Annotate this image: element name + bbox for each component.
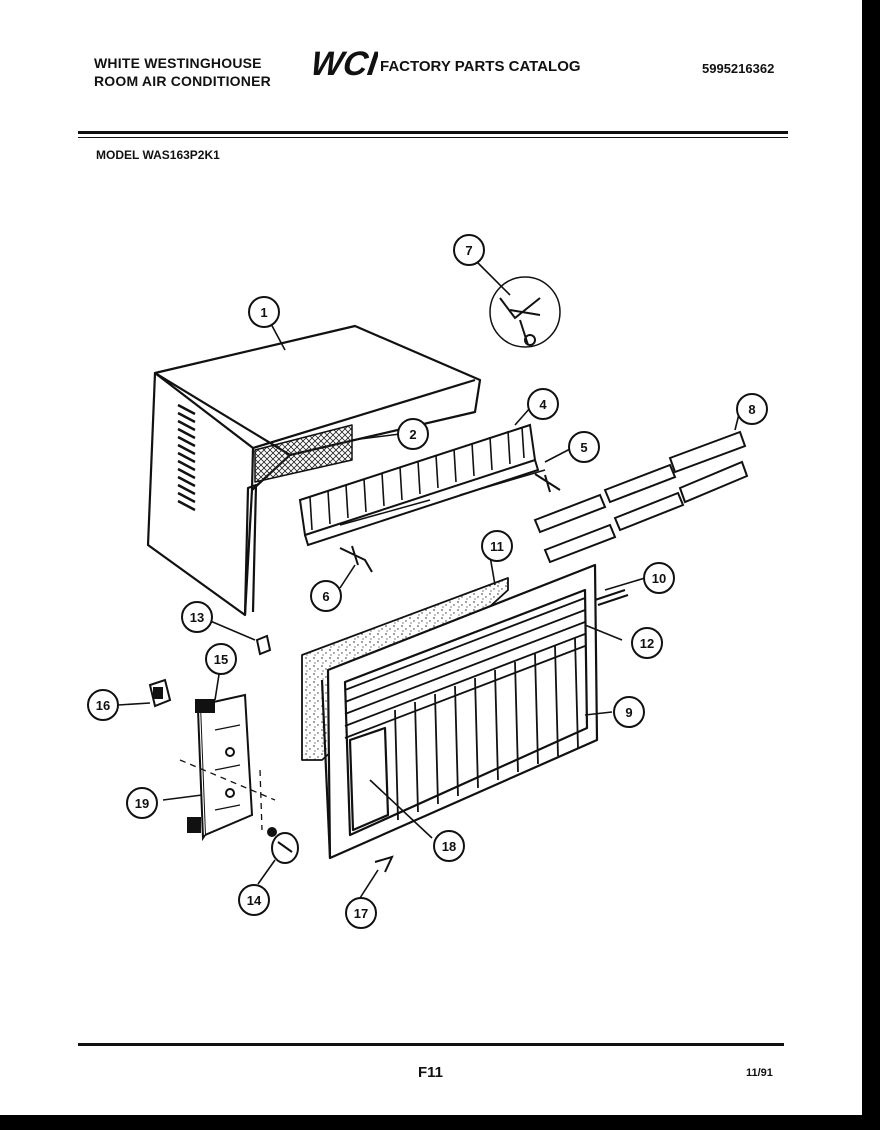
callout-15: 15 [205,643,237,675]
callout-5-label: 5 [580,440,587,455]
catalog-sheet: WHITE WESTINGHOUSE ROOM AIR CONDITIONER … [0,0,862,1115]
catalog-date: 11/91 [746,1067,773,1079]
callout-6: 6 [310,580,342,612]
callout-1: 1 [248,296,280,328]
callout-16: 16 [87,689,119,721]
leader-lines [117,259,741,899]
model-label: MODEL WAS163P2K1 [96,148,220,162]
callout-4-label: 4 [539,397,547,412]
callout-13: 13 [181,601,213,633]
callout-13-label: 13 [190,610,204,625]
callout-17-label: 17 [354,906,368,921]
callout-16-label: 16 [96,698,110,713]
clip-detail [489,276,561,348]
callout-10-label: 10 [652,571,666,586]
callout-8: 8 [736,393,768,425]
callout-2-label: 2 [409,427,416,442]
callout-14-label: 14 [247,893,262,908]
callout-8-label: 8 [748,402,755,417]
wci-logo: WCI [312,44,378,80]
small-clip-part [255,634,394,873]
deflector-bracket [534,473,561,493]
callout-2: 2 [397,418,429,450]
callout-19-label: 19 [135,796,149,811]
callout-15-label: 15 [214,652,228,667]
brand-line-2: ROOM AIR CONDITIONER [94,73,271,89]
catalog-part-number: 5995216362 [702,61,775,76]
callout-7: 7 [453,234,485,266]
exploded-parts-diagram: 1 2 4 5 6 7 8 9 10 11 12 13 14 15 16 17 … [87,234,768,929]
callout-19: 19 [126,787,158,819]
control-knob [267,827,299,864]
brand-name: WHITE WESTINGHOUSE ROOM AIR CONDITIONER [94,54,271,90]
catalog-title: FACTORY PARTS CATALOG [380,58,581,75]
callout-14: 14 [238,884,270,916]
callout-18-label: 18 [442,839,456,854]
air-deflector-assembly [298,423,546,547]
callout-10: 10 [643,562,675,594]
callout-9: 9 [613,696,645,728]
callout-9-label: 9 [625,705,632,720]
callout-18: 18 [433,830,465,862]
header-rule [78,131,788,134]
cabinet-wrapper [146,324,482,617]
page-code: F11 [418,1064,444,1081]
callout-1-label: 1 [260,305,267,320]
callout-17: 17 [345,897,377,929]
wci-logo-text: WCI [312,45,378,80]
brand-line-1: WHITE WESTINGHOUSE [94,55,262,71]
vent-louver-set [533,430,749,564]
deflector-pivot [339,545,373,573]
front-grille [301,563,629,860]
control-panel [179,693,276,842]
callout-6-label: 6 [322,589,329,604]
side-louvers [177,403,196,512]
callout-11-label: 11 [490,539,504,554]
callout-12-label: 12 [640,636,654,651]
callout-4: 4 [527,388,559,420]
callout-11: 11 [481,530,513,562]
callout-12: 12 [631,627,663,659]
callout-5: 5 [568,431,600,463]
header-rule-thin [78,137,788,138]
switch-part [148,678,172,708]
footer-rule [78,1043,784,1046]
callout-7-label: 7 [465,243,472,258]
callout-markers: 1 2 4 5 6 7 8 9 10 11 12 13 14 15 16 17 … [87,234,768,929]
